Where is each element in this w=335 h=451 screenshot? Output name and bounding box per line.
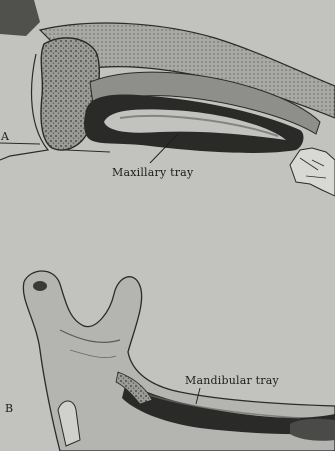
panel-letter-a: A [1, 131, 9, 142]
mandibular-tray-label: Mandibular tray [185, 375, 279, 386]
tooth-fragments [290, 148, 335, 196]
mandible-section [23, 271, 335, 451]
top-left-dark-edge [0, 0, 40, 36]
maxillary-tray-label: Maxillary tray [112, 167, 193, 178]
panel-letter-b: B [5, 403, 13, 414]
